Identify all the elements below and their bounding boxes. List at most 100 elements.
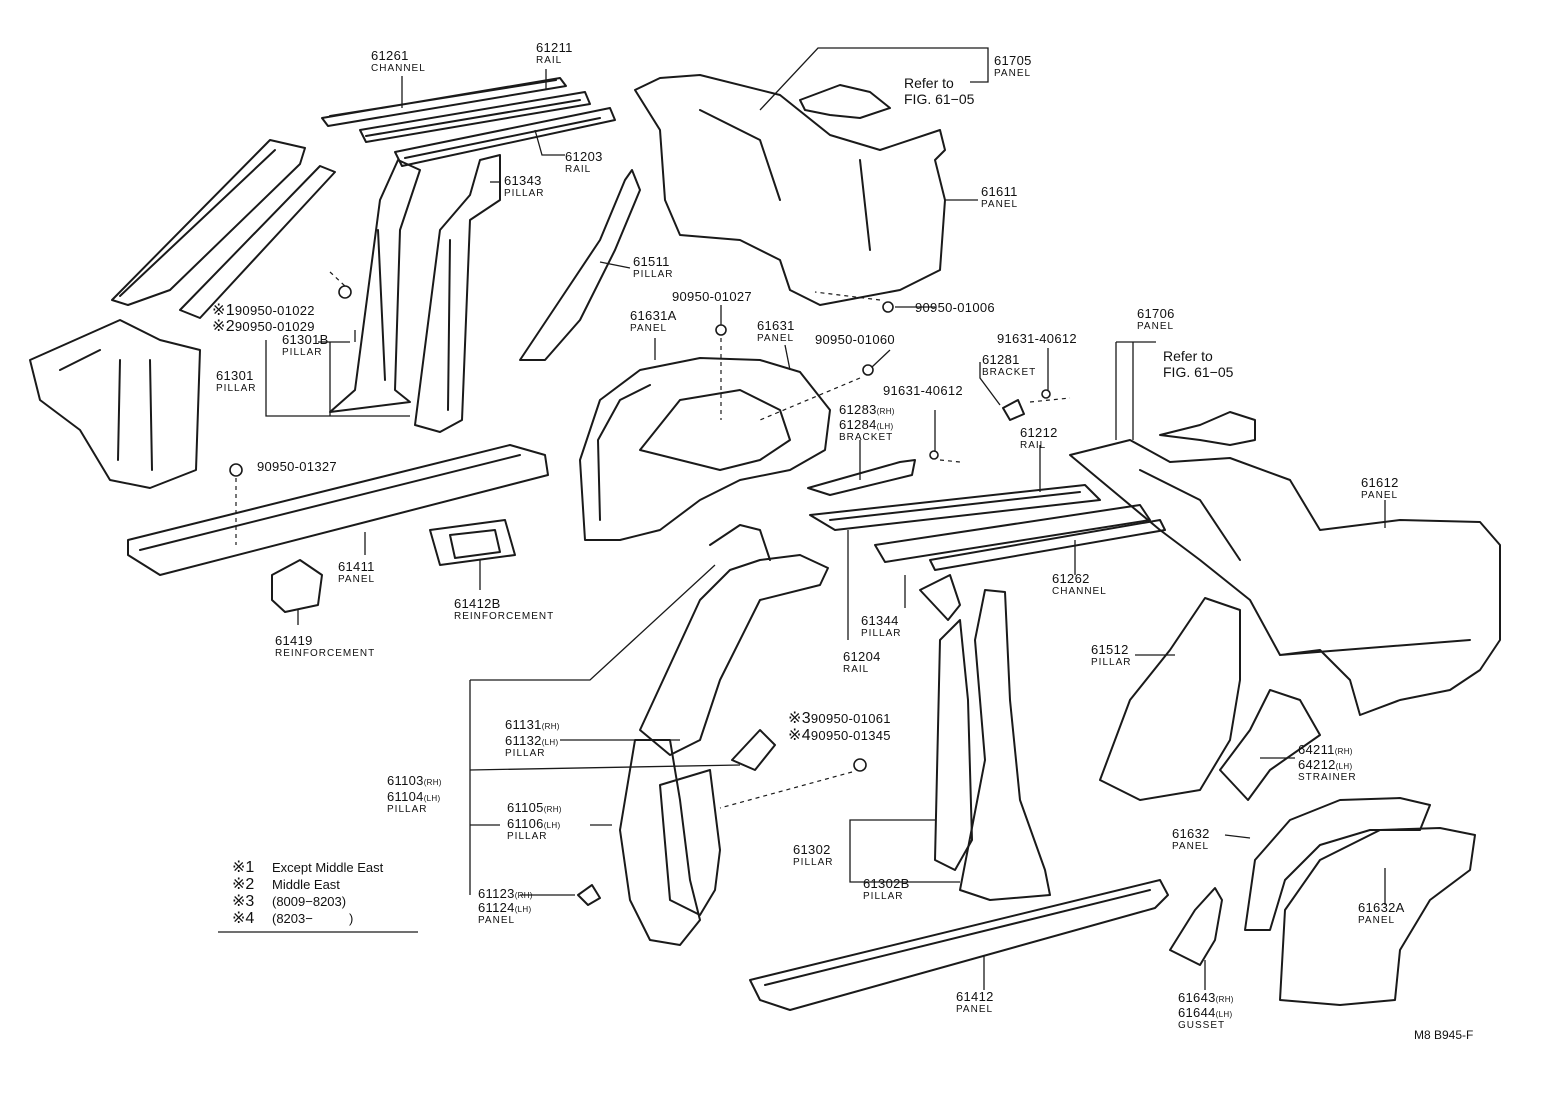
part-number: 61631 [757,318,795,333]
part-front-roof-rail-b [179,165,336,319]
part-number-rh: 64211(RH) [1298,742,1353,757]
bolt-91631-40612-b [929,450,939,460]
part-61105-pillar [659,769,721,916]
callout-61283-61284: 61283(RH) 61284(LH) BRACKET [839,403,895,443]
part-name: PANEL [338,574,376,585]
part-name: PILLAR [861,628,902,639]
part-number-lh: 61132(LH) [505,733,559,748]
part-61632-panel [1244,797,1431,931]
callout-61211: 61211 RAIL [536,41,573,66]
callout-61261: 61261 CHANNEL [371,49,426,74]
callout-61281: 61281 BRACKET [982,353,1036,378]
part-number-lh: 61284(LH) [839,417,894,432]
part-name: PANEL [478,915,516,926]
part-number: 61611 [981,184,1018,199]
part-name: RAIL [843,664,870,675]
part-61211-rail [359,91,591,143]
callout-90950-01327: 90950-01327 [257,459,337,474]
part-name: PANEL [1172,841,1210,852]
callout-61512: 61512 PILLAR [1091,643,1131,668]
callout-61203: 61203 RAIL [565,150,603,175]
bolt-91631-40612-a [1041,389,1051,399]
part-61512-pillar [1099,597,1241,801]
part-name: PANEL [1137,321,1175,332]
callout-61301b: 61301B PILLAR [282,333,329,358]
callout-91631-40612-b: 91631-40612 [883,383,963,398]
legend-text: (8009−8203) [272,894,347,909]
part-name: RAIL [536,55,563,66]
part-number: 61412 [956,989,994,1004]
legend-text: Middle East [272,877,340,892]
part-name: PANEL [1361,490,1399,501]
part-61706-panel [1159,411,1256,446]
part-number: 61262 [1052,571,1090,586]
callout-61643-61644: 61643(RH) 61644(LH) GUSSET [1178,991,1234,1031]
part-61411-panel [127,444,549,576]
callout-61262: 61262 CHANNEL [1052,572,1107,597]
clip-90950-01027 [715,324,727,336]
part-name: PILLAR [387,804,428,815]
callout-61212: 61212 RAIL [1020,426,1058,451]
callout-64211-64212: 64211(RH) 64212(LH) STRAINER [1298,743,1357,783]
part-front-roof-rail-a [111,139,306,306]
part-name: CHANNEL [371,63,426,74]
callout-61706: 61706 PANEL [1137,307,1175,332]
note-mark: ※1 [212,302,235,319]
part-number: 61302B [863,876,910,891]
part-name: PILLAR [633,269,674,280]
part-61632a-panel [1279,827,1476,1006]
callout-61302b: 61302B PILLAR [863,877,910,902]
callout-90950-01027: 90950-01027 [672,289,752,304]
part-number: 61612 [1361,475,1399,490]
callout-61419: 61419 REINFORCEMENT [275,634,375,659]
callout-61344: 61344 PILLAR [861,614,901,639]
callout-61705: 61705 PANEL [994,54,1032,79]
part-61301b-pillar [329,159,421,413]
callout-61302: 61302 PILLAR [793,843,833,868]
part-61302b-pillar [959,589,1051,901]
part-number-rh: 61103(RH) [387,773,442,788]
part-61301-pillar [29,319,201,489]
part-61705-panel [799,84,891,119]
part-61131-bracket [731,729,776,771]
part-61302-pillar [934,619,973,871]
part-61262-channel [929,519,1166,571]
part-name: REINFORCEMENT [454,611,555,622]
part-61123-panel [577,884,601,906]
part-61412-panel [749,879,1169,1011]
part-number: 61512 [1091,642,1129,657]
part-name: BRACKET [839,432,894,443]
legend-text: (8203− ) [272,911,354,926]
part-name: BRACKET [982,367,1037,378]
part-61281-bracket [1002,399,1025,421]
part-61612-panel [1069,439,1501,716]
clip-90950-01061 [853,758,867,772]
callout-61343: 61343 PILLAR [504,174,544,199]
drawing-code: M8 B945-F [1414,1028,1474,1042]
part-number: 61343 [504,173,542,188]
part-61643-gusset [1169,887,1223,966]
clip-90950-01022 [338,285,352,299]
part-number: 61204 [843,649,881,664]
callout-61706-reference: Refer to FIG. 61−05 [1163,348,1233,380]
callout-61123-61124: 61123(RH) 61124(LH) PANEL [478,887,533,926]
reference-text: Refer to [904,75,954,91]
part-61212-rail [809,484,1101,531]
part-61283-bracket [807,459,916,496]
part-61343-pillar [414,154,501,433]
part-61103-pillar [619,739,701,946]
part-61631-panel [639,389,791,471]
part-number: 61511 [633,254,670,269]
part-number: 61211 [536,40,573,55]
part-name: PILLAR [282,347,323,358]
callout-61131-61132: 61131(RH) 61132(LH) PILLAR [505,718,560,759]
reference-figure: FIG. 61−05 [904,91,975,107]
dashed-attachment-lines [235,271,1071,809]
part-number: 61632A [1358,900,1405,915]
note-mark: ※3 [788,710,811,727]
legend-row-4: ※4(8203− ) [232,911,383,928]
